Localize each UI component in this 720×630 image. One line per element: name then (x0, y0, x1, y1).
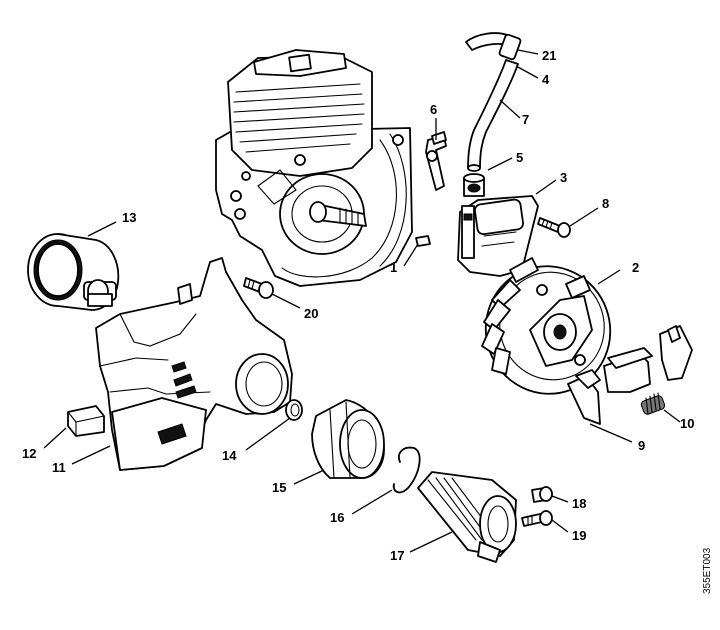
rubber-buffer (67, 405, 105, 437)
circlip (285, 399, 303, 421)
flywheel (481, 257, 612, 395)
callout-10: 10 (680, 416, 694, 431)
screw-18 (531, 486, 553, 503)
callout-16: 16 (330, 510, 344, 525)
filter-connector (417, 471, 517, 563)
callout-3: 3 (560, 170, 567, 185)
screw-19 (521, 510, 553, 527)
impulse-hose (465, 32, 522, 172)
callout-15: 15 (272, 480, 286, 495)
callout-8: 8 (602, 196, 609, 211)
spring-10 (640, 392, 666, 415)
callout-6: 6 (430, 102, 437, 117)
callout-18: 18 (572, 496, 586, 511)
callout-14: 14 (222, 448, 237, 463)
callout-11: 11 (52, 460, 66, 475)
clutch-drum (27, 233, 120, 311)
wire-spring (392, 446, 421, 494)
clutch-pawl-assembly (567, 325, 693, 425)
screw-8 (537, 217, 571, 238)
engine-assembly (215, 49, 413, 287)
clutch-housing (95, 257, 293, 471)
leader-lines (43, 49, 681, 553)
callout-20: 20 (304, 306, 318, 321)
callout-1: 1 (390, 260, 397, 275)
callout-4: 4 (542, 72, 550, 87)
callout-9: 9 (638, 438, 645, 453)
callout-5: 5 (516, 150, 523, 165)
callout-19: 19 (572, 528, 586, 543)
woodruff-key (415, 235, 431, 247)
screw-20 (243, 277, 274, 299)
wire-clip (425, 131, 447, 191)
grommet (463, 173, 485, 197)
ignition-module (457, 195, 539, 277)
callout-labels: 21 4 7 6 5 3 8 1 2 13 20 10 9 12 11 14 1… (22, 48, 694, 563)
callout-21: 21 (542, 48, 556, 63)
callout-7: 7 (522, 112, 529, 127)
callout-13: 13 (122, 210, 136, 225)
drawing-code: 355ET003 (702, 547, 713, 594)
callout-17: 17 (390, 548, 404, 563)
callout-12: 12 (22, 446, 36, 461)
av-bushing (311, 399, 385, 479)
callout-2: 2 (632, 260, 639, 275)
